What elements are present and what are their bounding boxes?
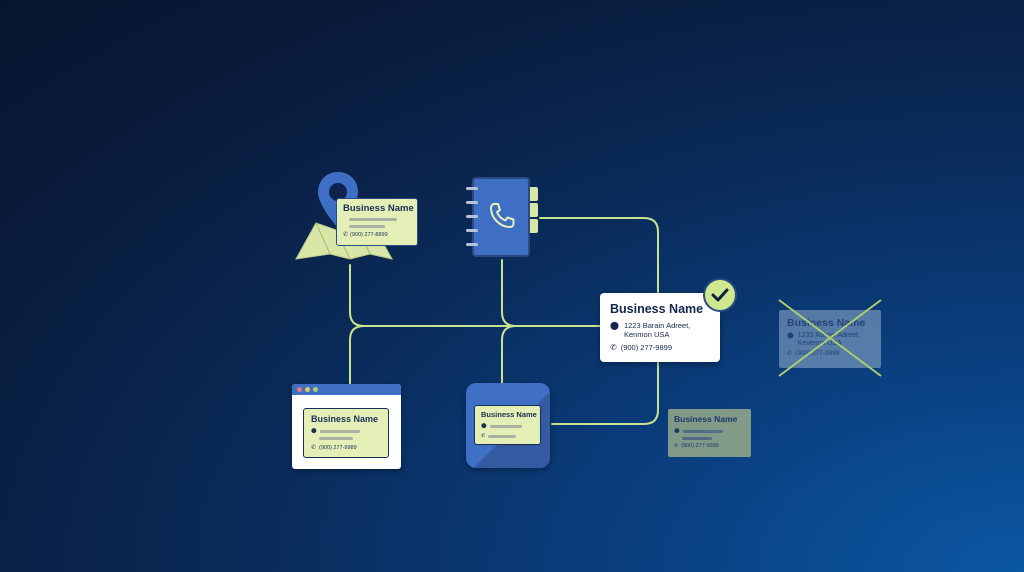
browser-card-line: [319, 437, 353, 440]
pending-listing-card: Business Name ⬤ ✆ (900) 277-9999: [668, 409, 751, 457]
app-listing-card: Business Name ⬤ ✆: [474, 405, 541, 445]
binder-ring: [466, 229, 478, 232]
rejected-card-address-line1: 1233 Ranan Adreet,: [797, 332, 860, 339]
website-source: Business Name ⬤ ✆ (900) 277-9989: [292, 384, 401, 469]
check-badge: [703, 278, 737, 312]
app-source: Business Name ⬤ ✆: [466, 383, 550, 468]
rejected-card-phone: (900) 277-9899: [795, 350, 840, 357]
rejected-card-address-row: ⬤ 1233 Ranan Adreet, Kevenon USA: [787, 332, 873, 348]
connector-app: [501, 325, 517, 384]
main-card-title: Business Name: [610, 302, 704, 316]
connector-phonebook-main: [539, 217, 659, 293]
main-card-address-line2: Kenmon USA: [623, 330, 670, 339]
map-pin-icon: ⬤: [674, 428, 680, 434]
window-dot: [313, 387, 318, 392]
app-card-phone-row: ✆: [481, 433, 534, 439]
phone-icon: [490, 203, 515, 228]
faded-card-line: [682, 429, 723, 433]
binder-ring: [466, 243, 478, 246]
app-card-line: [488, 434, 517, 438]
browser-card-phone: (900) 277-9989: [319, 444, 357, 451]
faded-card-phone-row: ✆ (900) 277-9999: [674, 443, 745, 449]
browser-card-phone-row: ✆ (900) 277-9989: [311, 444, 381, 452]
phone-icon: ✆: [787, 351, 793, 357]
main-card-address-line1: 1223 Barain Adreet,: [623, 321, 691, 330]
map-source: Business Name ✆ (900) 277-8899: [290, 168, 430, 268]
binder-ring: [466, 215, 478, 218]
phone-icon: ✆: [311, 445, 317, 451]
map-card-phone-row: ✆ (900) 277-8899: [343, 231, 411, 239]
binder-ring: [466, 187, 478, 190]
faded-card-line: [682, 437, 712, 440]
faded-card-phone: (900) 277-9999: [681, 443, 719, 449]
directory-tab: [530, 219, 538, 233]
browser-card-title: Business Name: [311, 414, 379, 424]
map-card-title: Business Name: [343, 203, 414, 214]
main-card-phone: (900) 277-9899: [620, 343, 672, 352]
map-card-line: [349, 225, 385, 228]
browser-card-pin-row: ⬤: [311, 428, 381, 434]
phone-icon: ✆: [343, 232, 349, 238]
connector-phonebook: [501, 259, 517, 327]
map-listing-card: Business Name ✆ (900) 277-8899: [336, 198, 418, 246]
connector-main-app: [551, 361, 659, 425]
rejected-card-phone-row: ✆ (900) 277-9899: [787, 350, 873, 357]
browser-card-line: [319, 429, 360, 433]
app-card-title: Business Name: [481, 410, 537, 419]
rejected-card-address-line2: Kevenon USA: [797, 340, 842, 347]
check-icon: [711, 288, 729, 302]
map-pin-icon: ⬤: [787, 333, 794, 339]
window-dot: [297, 387, 302, 392]
faded-card-title: Business Name: [674, 414, 738, 424]
phone-icon: ✆: [674, 443, 679, 449]
connector-bus: [349, 264, 603, 327]
map-pin-icon: ⬤: [610, 321, 619, 330]
main-card-phone-row: ✆ (900) 277-9899: [610, 343, 710, 352]
directory-book: [472, 177, 530, 257]
window-dot: [305, 387, 310, 392]
map-pin-icon: ⬤: [481, 423, 487, 429]
phone-directory-source: [466, 177, 542, 259]
verified-listing-card: Business Name ⬤ 1223 Barain Adreet, Kenm…: [600, 293, 720, 362]
directory-tab: [530, 187, 538, 201]
cross-out-icon: [778, 299, 882, 377]
connector-browser: [349, 325, 365, 386]
phone-icon: ✆: [610, 343, 617, 352]
browser-title-bar: [292, 384, 401, 395]
main-card-address-row: ⬤ 1223 Barain Adreet, Kenmon USA: [610, 321, 710, 339]
faded-card-pin-row: ⬤: [674, 428, 745, 434]
phone-icon: ✆: [481, 433, 486, 439]
map-card-line: [349, 218, 397, 221]
browser-listing-card: Business Name ⬤ ✆ (900) 277-9989: [303, 408, 389, 458]
binder-ring: [466, 201, 478, 204]
app-card-line: [489, 424, 522, 428]
map-card-phone: (900) 277-8899: [350, 231, 388, 238]
directory-tab: [530, 203, 538, 217]
map-pin-icon: ⬤: [311, 428, 317, 434]
app-card-pin-row: ⬤: [481, 423, 534, 429]
